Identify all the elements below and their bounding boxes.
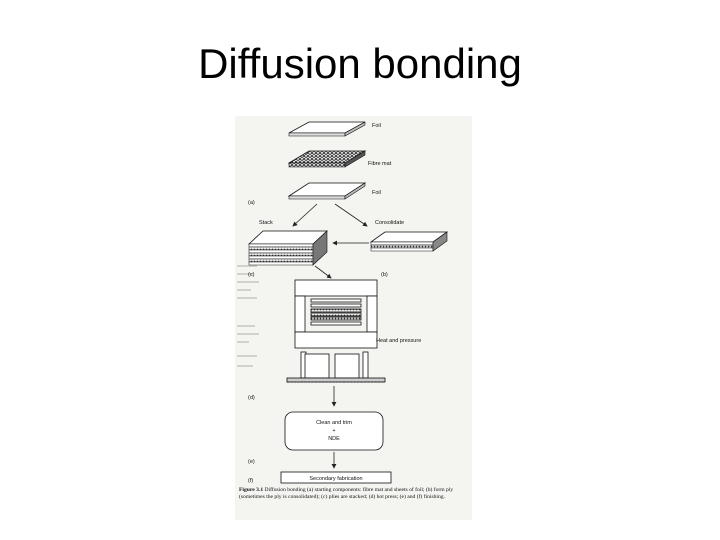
- caption-text: Diffusion bonding (a) starting component…: [239, 487, 454, 500]
- stacked-plies: [247, 230, 329, 266]
- label-plus: +: [332, 428, 335, 434]
- scanned-figure: Foil Fibre mat Foil (a) Stack Consolidat…: [235, 116, 472, 520]
- panel-label-c: (c): [248, 272, 255, 278]
- panel-label-a: (a): [248, 200, 255, 206]
- label-heat-pressure: Heat and pressure: [376, 338, 421, 344]
- label-fibre-mat: Fibre mat: [368, 161, 392, 167]
- arrow-to-press: [314, 265, 332, 279]
- foil-sheet-bottom: [287, 182, 367, 200]
- fibre-mat: [287, 150, 367, 168]
- caption-figure-number: Figure 3.1: [239, 487, 264, 493]
- process-diagram: Foil Fibre mat Foil (a) Stack Consolidat…: [237, 121, 449, 484]
- figure-caption: Figure 3.1 Diffusion bonding (a) startin…: [239, 487, 469, 501]
- secondary-box: [280, 471, 392, 484]
- bleed-through-text: [237, 265, 259, 367]
- foil-sheet-top: [288, 121, 366, 137]
- label-foil-bottom: Foil: [372, 190, 381, 196]
- panel-label-b: (b): [381, 272, 388, 278]
- finishing-box: [284, 411, 384, 451]
- panel-label-f: (f): [248, 478, 253, 484]
- label-foil-top: Foil: [372, 123, 381, 129]
- arrow-to-consolidate: [334, 203, 368, 227]
- label-nde: NDE: [328, 436, 340, 442]
- panel-label-e: (e): [248, 459, 255, 465]
- panel-label-d: (d): [248, 395, 255, 401]
- label-stack: Stack: [259, 220, 273, 226]
- label-consolidate: Consolidate: [375, 220, 404, 226]
- label-clean-trim: Clean and trim: [316, 420, 352, 426]
- label-secondary: Secondary fabrication: [309, 476, 362, 482]
- slide-title: Diffusion bonding: [198, 40, 522, 87]
- consolidated-ply: [369, 231, 449, 252]
- hot-press: [286, 279, 386, 383]
- arrow-to-stack: [292, 203, 318, 227]
